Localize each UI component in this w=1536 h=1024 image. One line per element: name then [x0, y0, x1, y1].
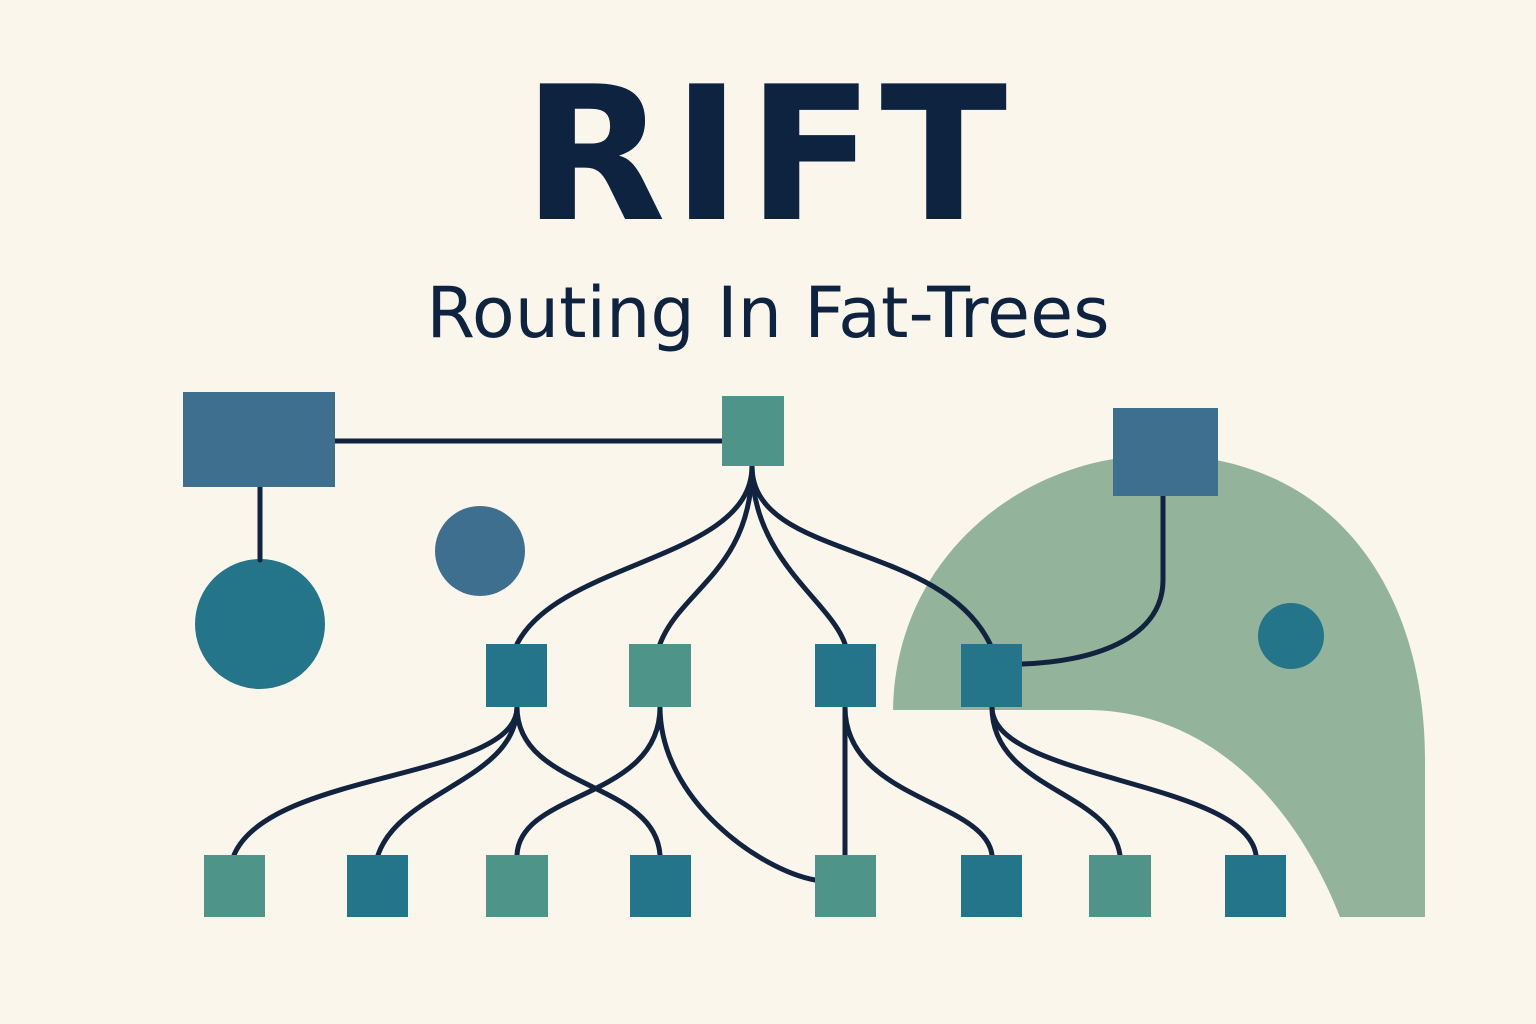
- leaf-node-4: [961, 644, 1022, 707]
- links: [231, 438, 1259, 883]
- link-spine-leaf-3: [749, 463, 848, 647]
- link-leaf-4-host-7: [989, 704, 1123, 858]
- large-circle: [195, 559, 325, 689]
- page-subtitle: Routing In Fat-Trees: [426, 272, 1110, 354]
- page-title: RIFT: [522, 46, 1014, 263]
- host-node-7: [1089, 855, 1151, 917]
- host-node-4: [630, 855, 691, 917]
- link-leaf-2-host-5: [657, 704, 818, 883]
- link-leaf-4-host-8: [989, 704, 1259, 858]
- small-circle: [435, 506, 525, 596]
- leaf-node-2: [629, 644, 691, 707]
- link-spine-leaf-2: [657, 463, 755, 647]
- link-spine-leaf-1: [514, 463, 755, 647]
- link-leaf-3-host-6: [842, 704, 995, 858]
- sage-background-shape: [893, 455, 1425, 917]
- top-left-box: [183, 392, 335, 487]
- host-node-3: [486, 855, 548, 917]
- host-node-6: [961, 855, 1022, 917]
- host-node-1: [204, 855, 265, 917]
- link-leaf-1-host-4: [514, 704, 663, 858]
- link-leaf-1-host-1: [231, 704, 520, 858]
- top-right-box: [1113, 408, 1218, 496]
- sage-dot: [1258, 603, 1324, 669]
- host-node-8: [1225, 855, 1286, 917]
- host-node-5: [815, 855, 876, 917]
- link-spine-leaf-4: [749, 463, 993, 647]
- leaf-node-3: [815, 644, 876, 707]
- link-leaf-1-host-2: [375, 704, 520, 858]
- host-node-2: [347, 855, 408, 917]
- leaf-node-1: [486, 644, 547, 707]
- link-rightbox-leaf-4: [1019, 493, 1166, 667]
- spine-node: [722, 396, 784, 466]
- link-leaf-2-host-3: [514, 704, 663, 858]
